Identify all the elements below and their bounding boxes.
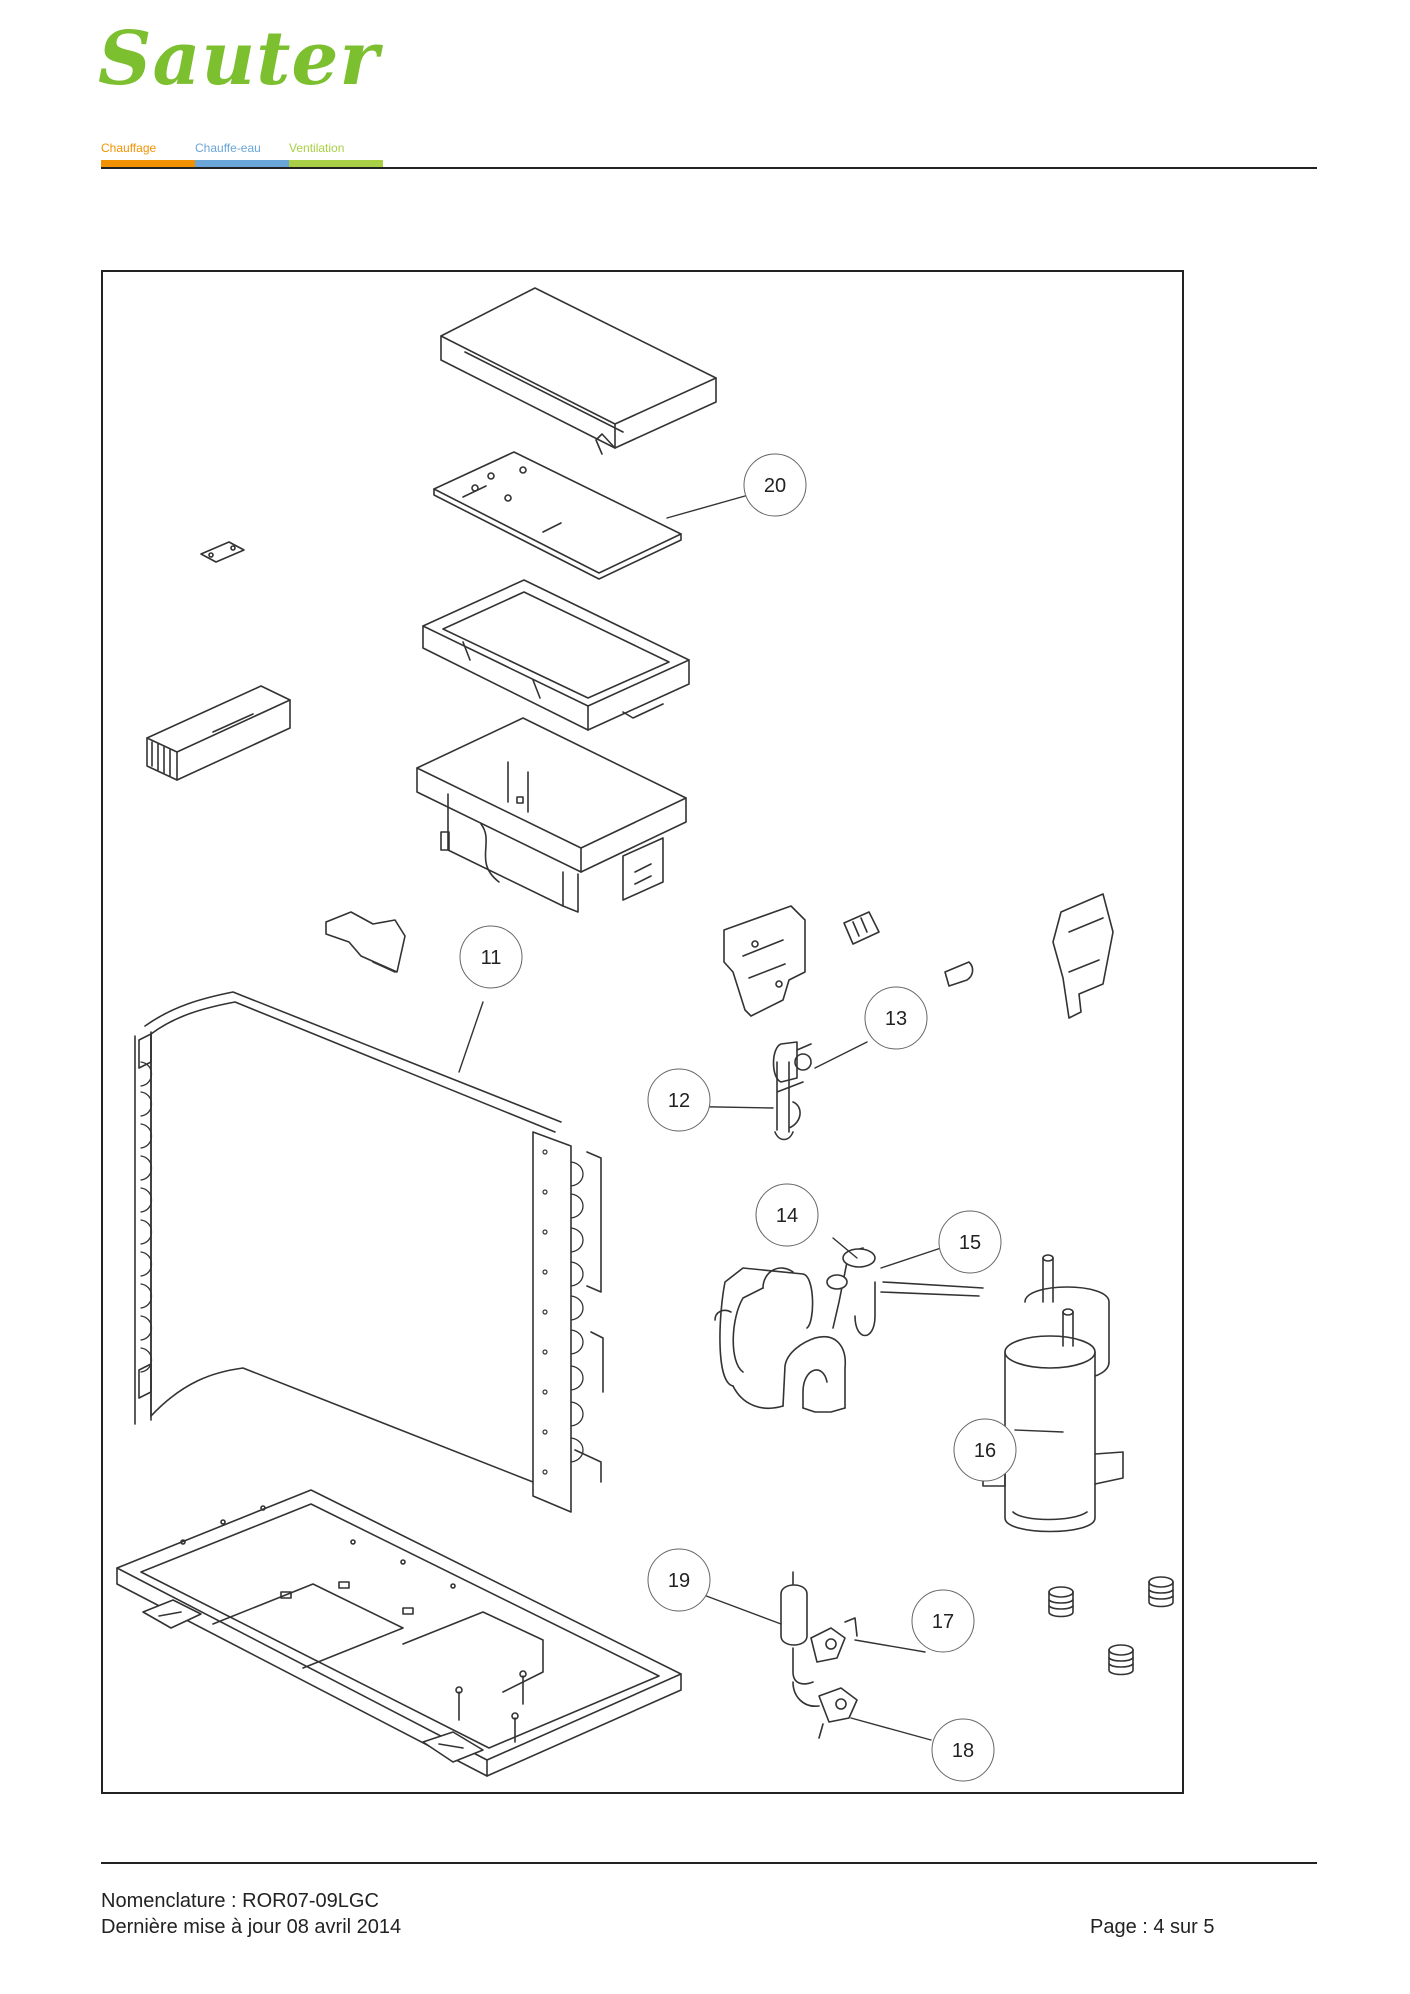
category-chauffe-eau: Chauffe-eau (195, 141, 261, 155)
control-bracket-part (723, 905, 806, 1017)
category-bar-blue (195, 160, 289, 167)
heat-sink-part (146, 685, 291, 781)
bracket-near-11-part (325, 911, 406, 973)
condenser-coil-part (134, 991, 604, 1513)
callout-18: 18 (931, 1718, 995, 1782)
svg-text:20: 20 (764, 475, 786, 497)
header-rule (101, 167, 1317, 169)
category-ventilation: Ventilation (289, 141, 345, 155)
top-cover-part (440, 287, 717, 455)
svg-text:19: 19 (668, 1570, 690, 1592)
callout-12: 12 (647, 1068, 711, 1132)
leader-18 (850, 1717, 932, 1741)
svg-text:16: 16 (974, 1440, 996, 1462)
sauter-logo: Sauter (98, 16, 380, 102)
service-valve-assembly-part (780, 1571, 858, 1739)
callout-14: 14 (755, 1183, 819, 1247)
footer-page-number: Page : 4 sur 5 (1090, 1916, 1215, 1938)
base-pan-part (116, 1489, 682, 1777)
electrical-box-frame-part (422, 579, 690, 731)
rubber-foot-part (1108, 1644, 1134, 1676)
exploded-view-diagram: 20 11 13 12 14 15 16 19 (116, 287, 1174, 1782)
control-plate-part (433, 451, 682, 580)
leader-11 (458, 1001, 484, 1073)
callout-17: 17 (911, 1589, 975, 1653)
leader-15 (880, 1247, 942, 1269)
callout-11: 11 (459, 925, 523, 989)
small-bracket-part (200, 541, 245, 563)
svg-text:13: 13 (885, 1008, 907, 1030)
clip-part (944, 961, 974, 987)
rubber-foot-part (1048, 1586, 1074, 1618)
terminal-block-part (843, 911, 880, 945)
callout-13: 13 (864, 986, 928, 1050)
svg-text:14: 14 (776, 1205, 798, 1227)
electrical-box-part (416, 717, 687, 913)
leader-lines (458, 495, 1064, 1741)
callout-15: 15 (938, 1210, 1002, 1274)
svg-text:11: 11 (481, 947, 502, 969)
leader-17 (854, 1639, 926, 1653)
leader-14 (832, 1237, 858, 1259)
category-chauffage: Chauffage (101, 141, 157, 155)
svg-text:18: 18 (952, 1740, 974, 1762)
leader-19 (700, 1593, 782, 1625)
category-bar-green (289, 160, 383, 167)
callout-20: 20 (743, 453, 807, 517)
callout-19: 19 (647, 1548, 711, 1612)
svg-text:17: 17 (932, 1611, 954, 1633)
svg-text:12: 12 (668, 1090, 690, 1112)
callout-16: 16 (953, 1418, 1017, 1482)
category-bar-orange (101, 160, 195, 167)
footer-nomenclature: Nomenclature : ROR07-09LGC (101, 1890, 379, 1912)
rubber-foot-part (1148, 1576, 1174, 1608)
refrigerant-piping-part (714, 1247, 984, 1413)
leader-16 (1014, 1429, 1064, 1433)
side-bracket-part (1052, 893, 1114, 1019)
exploded-view-frame: 20 11 13 12 14 15 16 19 (101, 270, 1184, 1794)
compressor-part (982, 1254, 1124, 1533)
leader-13 (814, 1041, 868, 1069)
footer-last-updated: Dernière mise à jour 08 avril 2014 (101, 1916, 402, 1938)
brand-categories: Chauffage Chauffe-eau Ventilation (101, 141, 383, 169)
four-way-valve-part (772, 1041, 812, 1141)
svg-text:15: 15 (959, 1232, 981, 1254)
footer-rule (101, 1862, 1317, 1864)
leader-20 (666, 495, 746, 519)
